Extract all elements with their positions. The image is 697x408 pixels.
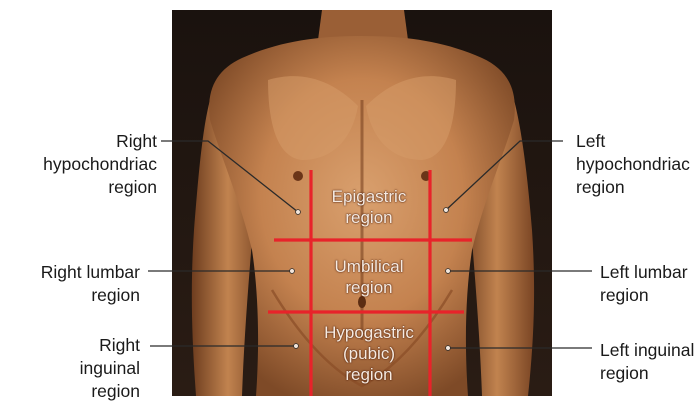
neck-shape (318, 10, 408, 40)
umbilical-region-label: Umbilical region (308, 256, 430, 298)
label-left-lumbar: Left lumbar region (600, 261, 697, 307)
label-right-lumbar: Right lumbar region (41, 261, 140, 307)
label-left-hypochondriac: Left hypochondriac region (576, 130, 697, 199)
right-nipple (293, 171, 303, 181)
epigastric-region-label: Epigastric region (308, 186, 430, 228)
label-right-hypochondriac: Right hypochondriac region (43, 130, 157, 199)
label-left-inguinal: Left inguinal region (600, 339, 697, 385)
label-right-inguinal: Right inguinal region (80, 334, 140, 403)
hypogastric-region-label: Hypogastric (pubic) region (305, 322, 433, 385)
